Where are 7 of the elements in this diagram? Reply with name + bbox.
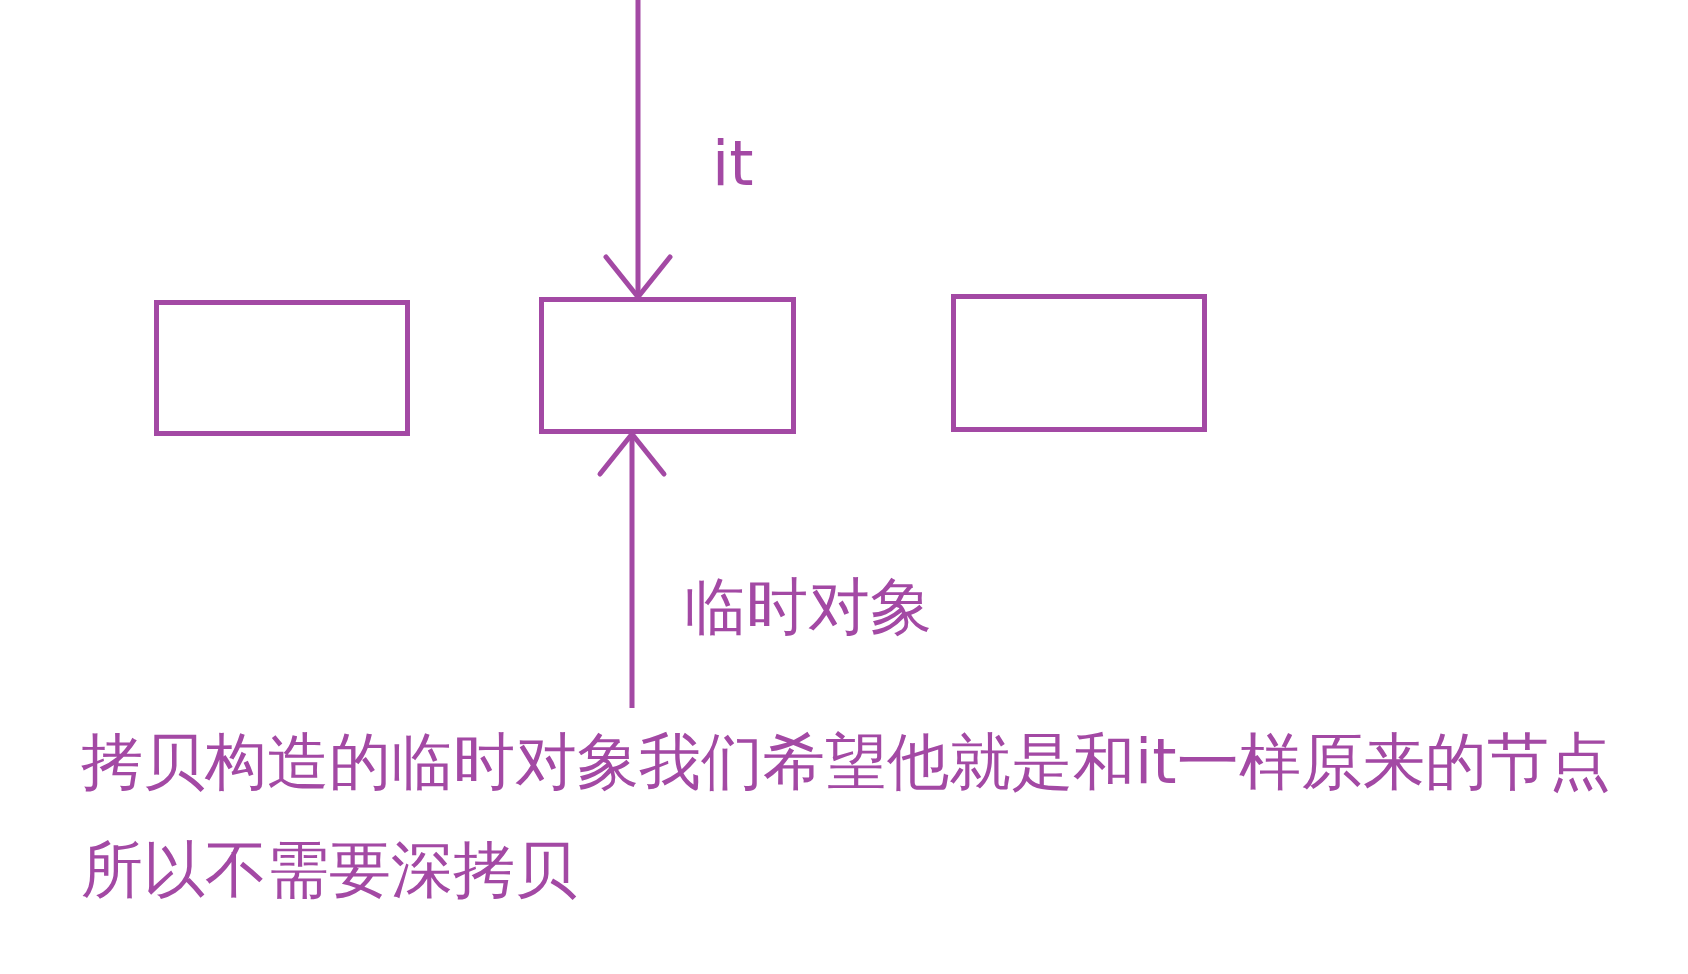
edge-label: 临时对象 [684,575,932,639]
node-box [154,300,410,436]
note-text: 拷贝构造的临时对象我们希望他就是和it一样原来的节点所以不需要深拷贝 [81,708,1641,924]
node-box [951,294,1207,432]
node-box [539,297,796,434]
arrow [597,431,667,708]
arrow [603,0,673,300]
